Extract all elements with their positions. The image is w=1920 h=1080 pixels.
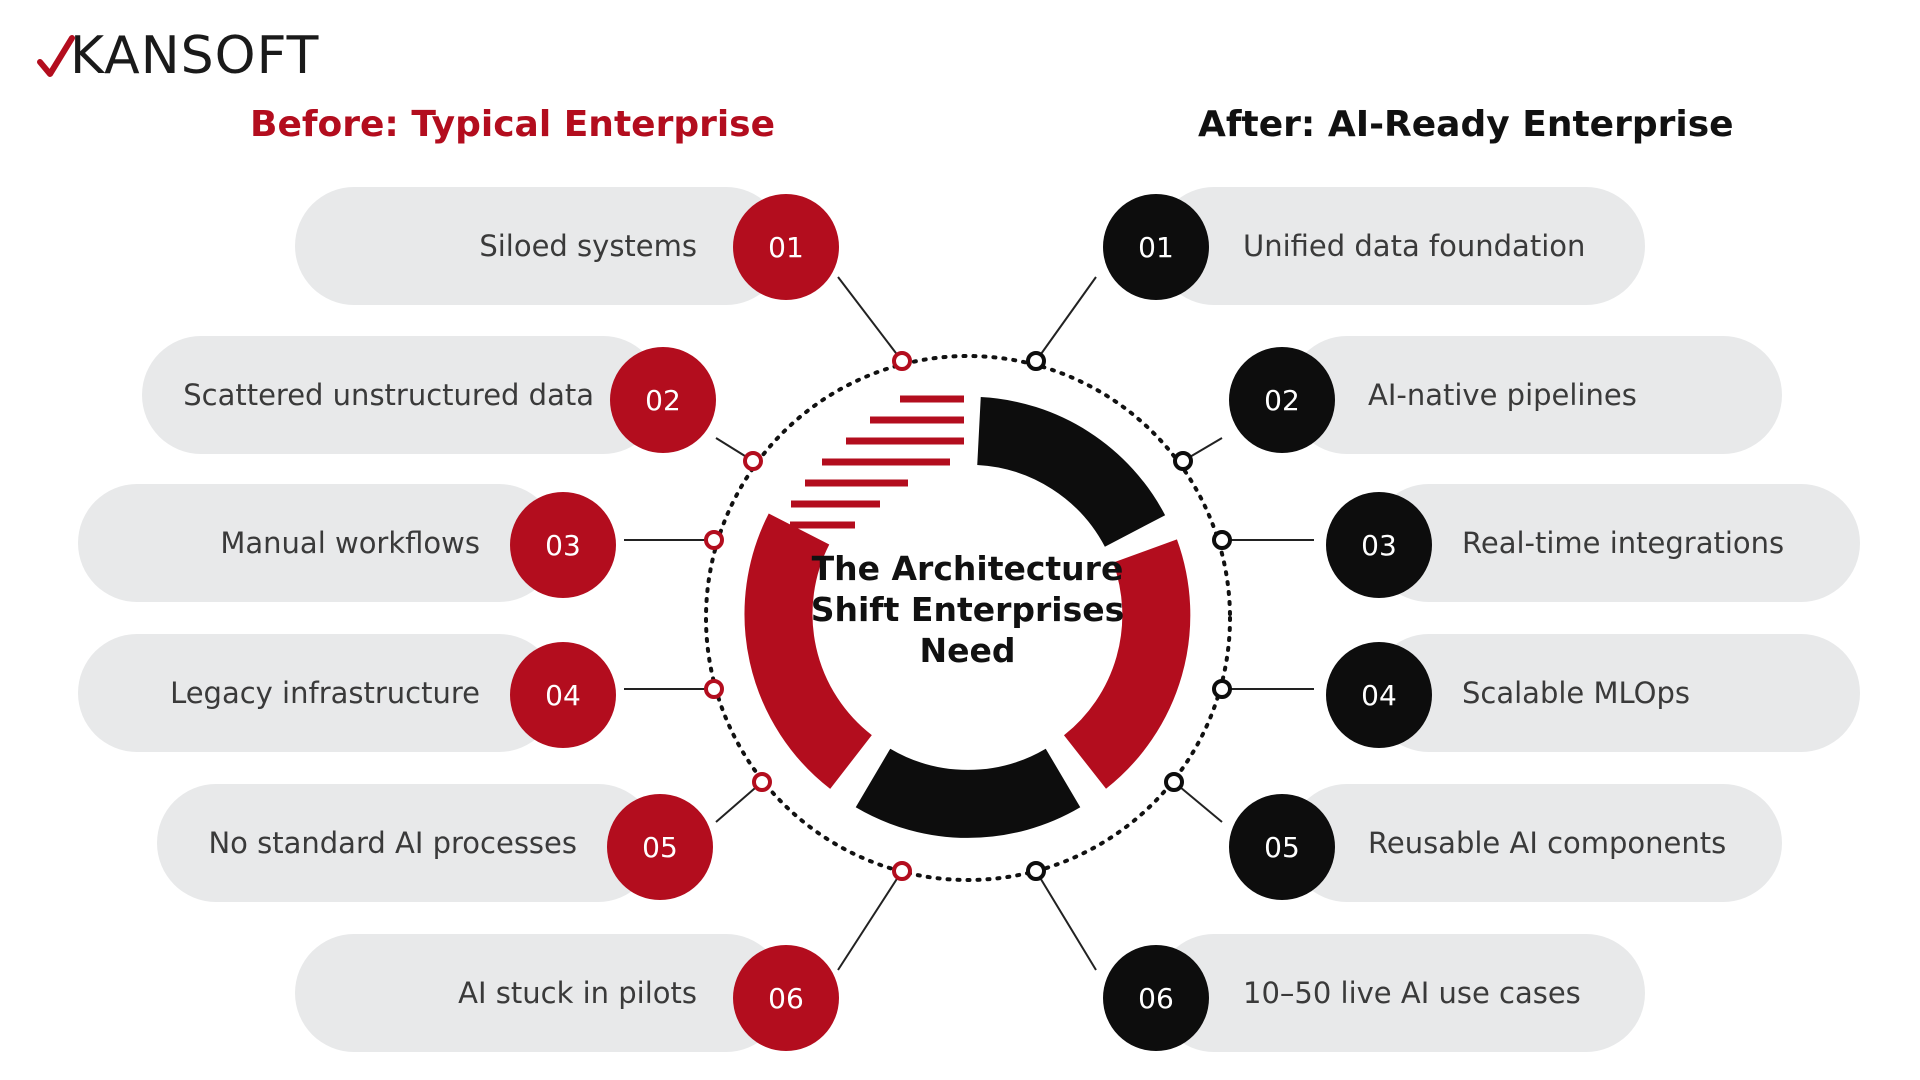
after-badge-1: 01 (1103, 194, 1209, 300)
after-item-5: Reusable AI components (1288, 784, 1782, 902)
after-item-6: 10–50 live AI use cases (1155, 934, 1645, 1052)
before-item-2: Scattered unstructured data (142, 336, 662, 454)
before-item-6: AI stuck in pilots (295, 934, 785, 1052)
after-item-4: Scalable MLOps (1370, 634, 1860, 752)
before-item-4: Legacy infrastructure (78, 634, 558, 752)
node-dot (1212, 679, 1232, 699)
after-badge-4: 04 (1326, 642, 1432, 748)
before-badge-4: 04 (510, 642, 616, 748)
before-heading: Before: Typical Enterprise (250, 104, 776, 145)
after-heading: After: AI-Ready Enterprise (1198, 104, 1734, 145)
ring-segment-bottom (855, 748, 1081, 838)
brand-name: KANSOFT (70, 26, 320, 86)
node-dot (704, 679, 724, 699)
dotted-ring (704, 354, 1232, 882)
before-item-label: Manual workflows (220, 526, 480, 560)
after-item-1: Unified data foundation (1155, 187, 1645, 305)
before-badge-2: 02 (610, 347, 716, 453)
after-item-label: Reusable AI components (1368, 826, 1727, 860)
before-badge-6: 06 (733, 945, 839, 1051)
after-item-label: Unified data foundation (1243, 229, 1586, 263)
before-item-1: Siloed systems (295, 187, 785, 305)
before-item-label: Scattered unstructured data (183, 378, 594, 412)
before-item-5: No standard AI processes (157, 784, 657, 902)
after-badge-5: 05 (1229, 794, 1335, 900)
after-item-3: Real-time integrations (1370, 484, 1860, 602)
before-item-label: No standard AI processes (208, 826, 577, 860)
after-item-label: Real-time integrations (1462, 526, 1785, 560)
node-dot (1026, 861, 1046, 881)
before-item-label: Siloed systems (479, 229, 697, 263)
after-item-2: AI-native pipelines (1288, 336, 1782, 454)
node-dot (892, 351, 912, 371)
node-dot (1173, 451, 1193, 471)
after-item-label: AI-native pipelines (1368, 378, 1637, 412)
after-badge-6: 06 (1103, 945, 1209, 1051)
checkmark-logo-icon (37, 35, 75, 77)
node-dot (752, 772, 772, 792)
node-dot (743, 451, 763, 471)
after-badge-2: 02 (1229, 347, 1335, 453)
brand-logo: KANSOFT (36, 26, 319, 86)
node-dot (1212, 530, 1232, 550)
before-item-label: Legacy infrastructure (170, 676, 480, 710)
node-dot (892, 861, 912, 881)
after-item-label: Scalable MLOps (1462, 676, 1690, 710)
center-title: The Architecture Shift Enterprises Need (810, 549, 1125, 670)
ring-segment-right (1063, 539, 1191, 789)
before-badge-3: 03 (510, 492, 616, 598)
ring-segment-hatched (790, 395, 964, 529)
after-item-label: 10–50 live AI use cases (1243, 976, 1581, 1010)
before-badge-5: 05 (607, 794, 713, 900)
node-dot (1164, 772, 1184, 792)
node-dot (1026, 351, 1046, 371)
ring-segment-top-right (976, 397, 1166, 548)
before-item-label: AI stuck in pilots (458, 976, 697, 1010)
node-dot (704, 530, 724, 550)
before-badge-1: 01 (733, 194, 839, 300)
before-item-3: Manual workflows (78, 484, 558, 602)
ring-segment-left (744, 513, 873, 789)
after-badge-3: 03 (1326, 492, 1432, 598)
